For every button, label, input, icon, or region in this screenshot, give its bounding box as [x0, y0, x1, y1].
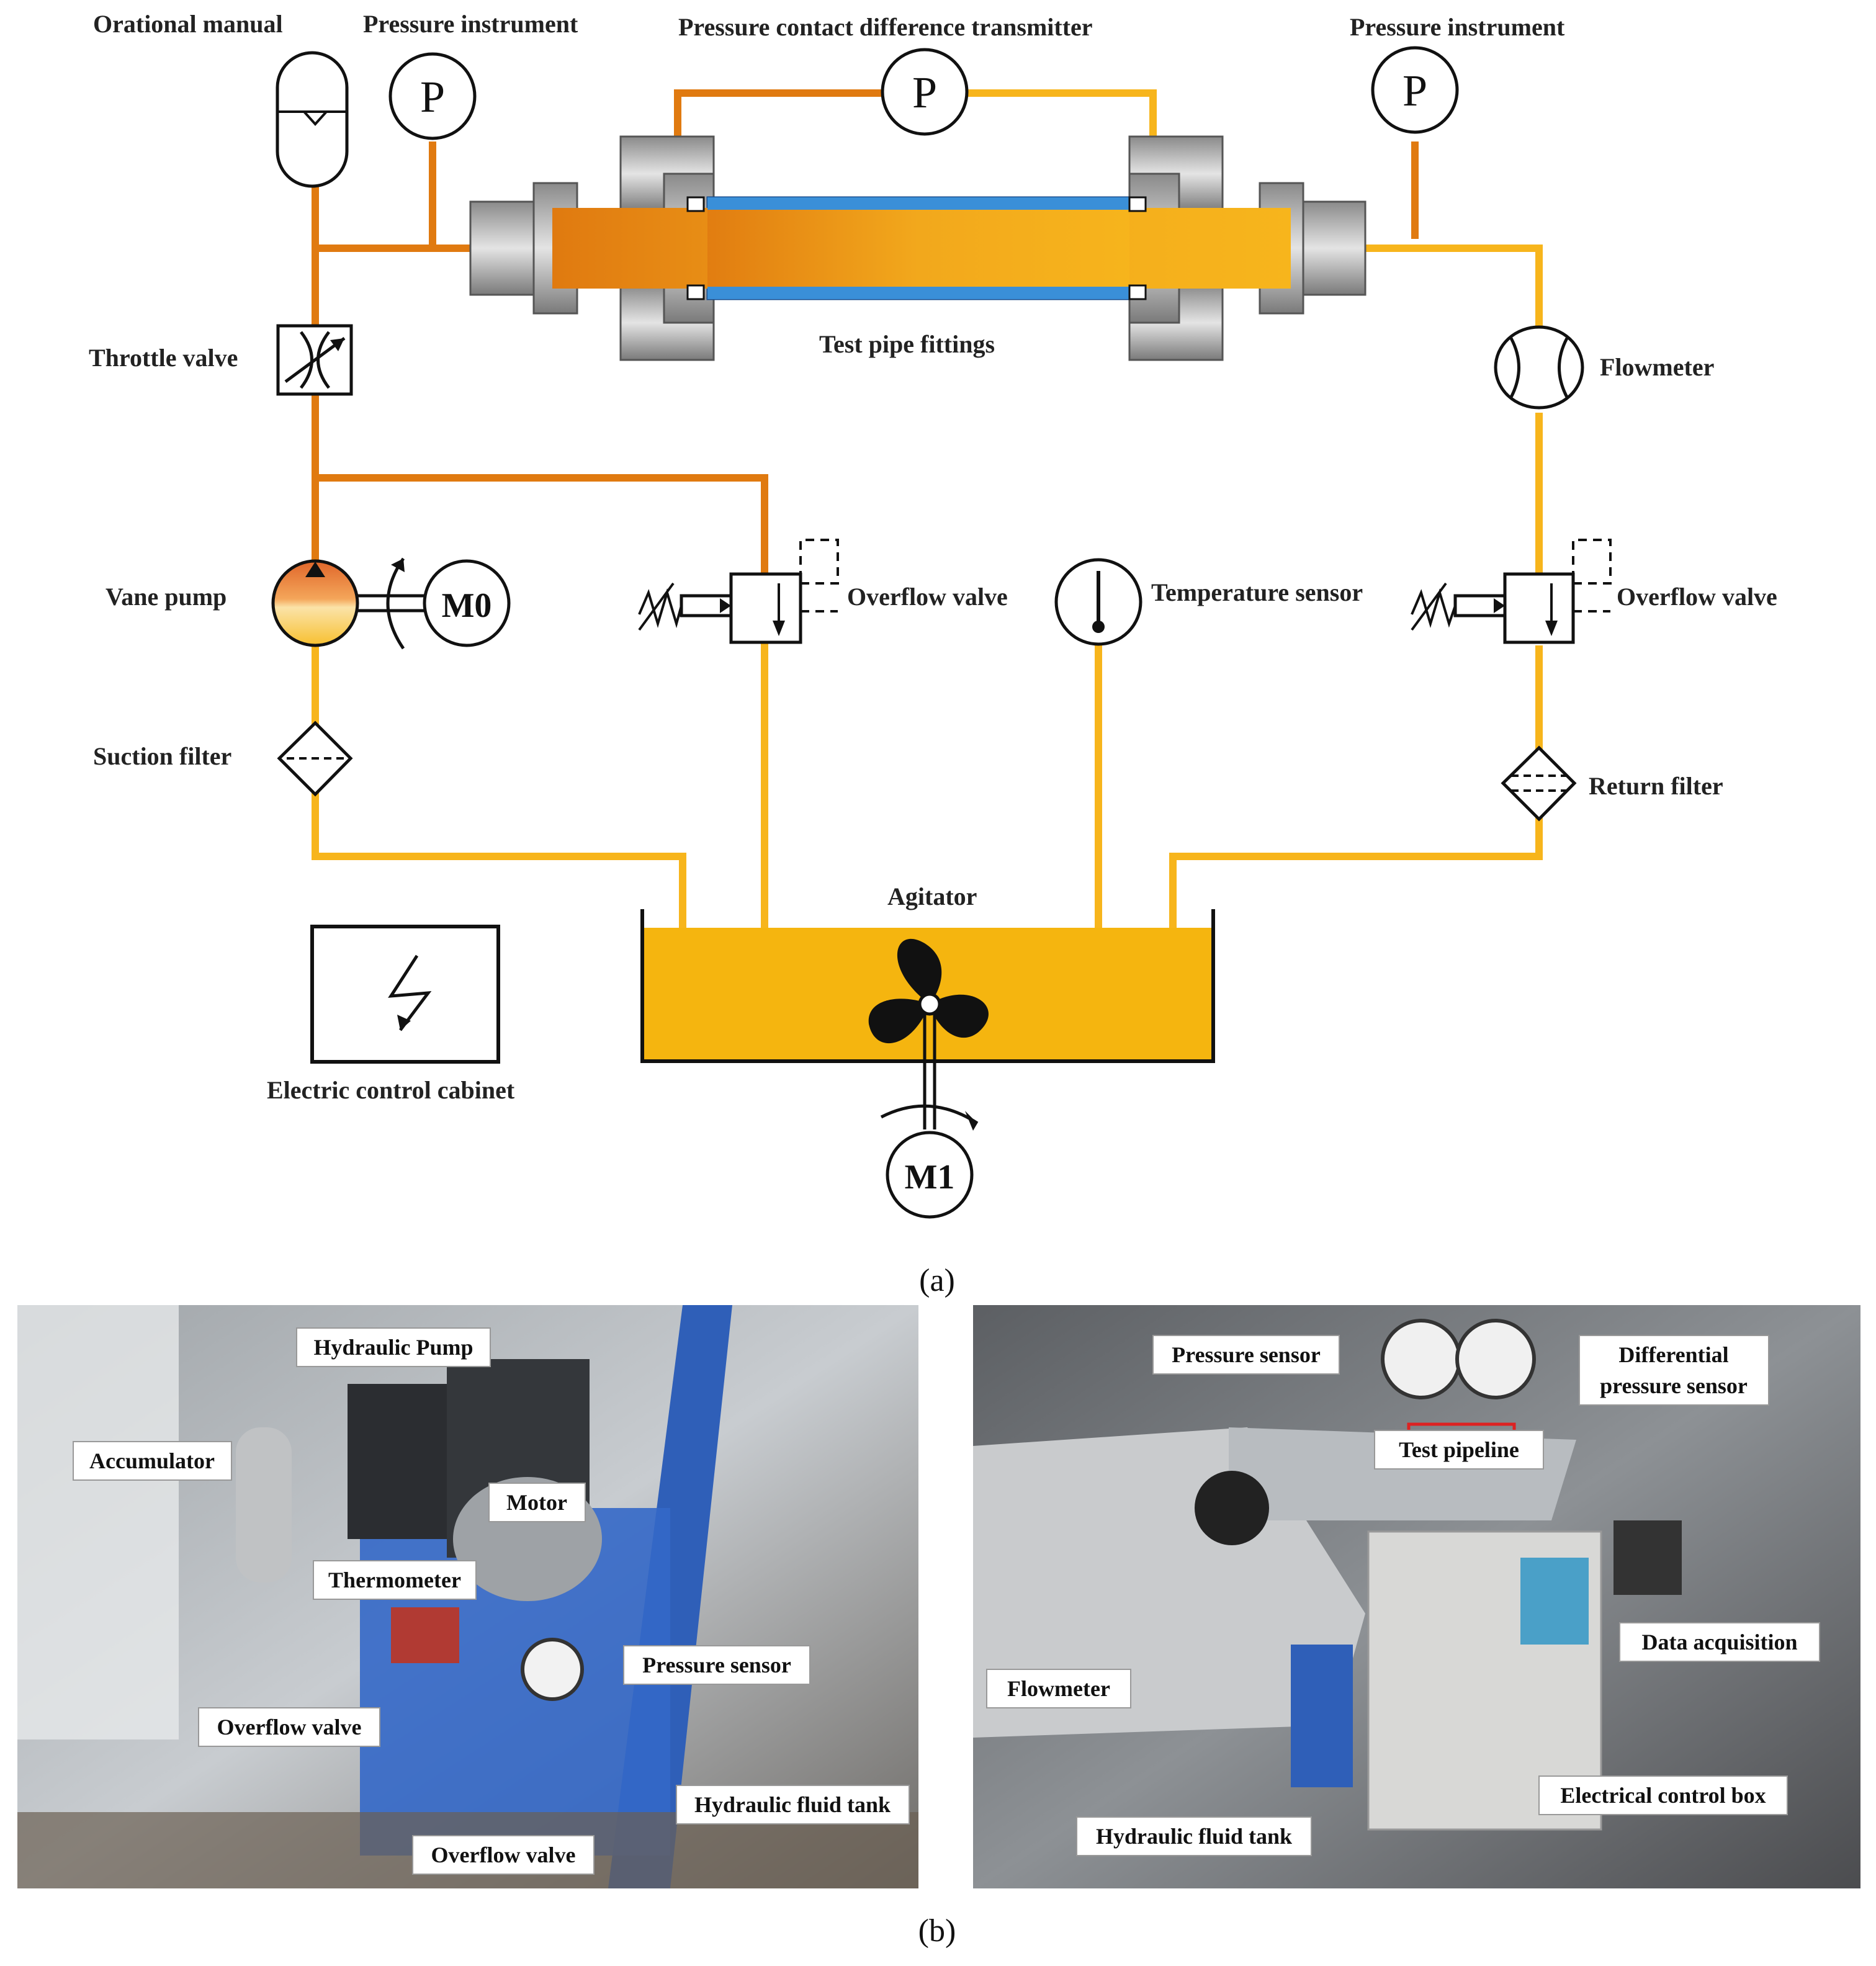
valve-red-shape: [391, 1607, 459, 1663]
svg-text:Hydraulic fluid tank: Hydraulic fluid tank: [1096, 1824, 1292, 1849]
photo-left: Hydraulic Pump Accumulator Motor Thermom…: [17, 1305, 918, 1888]
label-test-pipe-fittings: Test pipe fittings: [819, 330, 995, 358]
pump-shape: [348, 1384, 459, 1539]
pipe-diff-right: [965, 89, 1157, 205]
photo-left-label-overflow-valve-2: Overflow valve: [412, 1835, 595, 1875]
photo-right-label-data-acquisition: Data acquisition: [1619, 1622, 1820, 1662]
svg-text:Differential: Differential: [1618, 1342, 1728, 1367]
return-filter-symbol: [1501, 745, 1577, 822]
pipes-light: [312, 89, 1543, 928]
motor-m0-label: M0: [442, 586, 492, 625]
gauge-right-letter: P: [1403, 66, 1427, 115]
motor-m1-symbol: M1: [886, 1131, 974, 1219]
vane-pump-symbol: [271, 557, 427, 650]
gauge-diff-letter: P: [912, 68, 937, 117]
svg-text:Overflow valve: Overflow valve: [431, 1843, 576, 1867]
pressure-gauge-right: P: [1371, 46, 1459, 134]
photo-right-label-pressure-sensor: Pressure sensor: [1152, 1335, 1340, 1375]
pressure-gauge-diff: P: [881, 48, 969, 136]
label-pressure-instrument-right: Pressure instrument: [1350, 13, 1565, 41]
pipe-to-overflow-mid: [315, 474, 768, 574]
svg-text:Flowmeter: Flowmeter: [1007, 1676, 1110, 1701]
photo-left-label-accumulator: Accumulator: [73, 1441, 232, 1481]
photo-right-label-flowmeter: Flowmeter: [986, 1669, 1131, 1708]
photo-left-label-thermometer: Thermometer: [313, 1560, 477, 1600]
gauge-left-letter: P: [420, 72, 445, 122]
photo-left-label-hydraulic-pump: Hydraulic Pump: [296, 1327, 491, 1367]
pipe-suction: [312, 791, 686, 928]
pressure-gauge-left: P: [388, 52, 477, 140]
label-suction-filter: Suction filter: [93, 742, 231, 770]
svg-text:Electrical control box: Electrical control box: [1560, 1783, 1766, 1808]
throttle-valve-symbol: [276, 324, 353, 396]
motor-m1-label: M1: [905, 1158, 955, 1196]
label-flowmeter: Flowmeter: [1600, 353, 1714, 381]
suction-filter-symbol: [277, 720, 353, 797]
photo-right-label-test-pipeline: Test pipeline: [1374, 1430, 1544, 1470]
photo-right-label-electrical-control-box: Electrical control box: [1538, 1775, 1788, 1815]
gauge-shape: [521, 1638, 584, 1701]
svg-text:Data acquisition: Data acquisition: [1641, 1630, 1797, 1654]
test-pipe-fittings-illustration: [469, 135, 1367, 361]
flowmeter-symbol: [1494, 325, 1584, 410]
photo-left-label-motor: Motor: [488, 1483, 586, 1522]
svg-text:Thermometer: Thermometer: [328, 1568, 461, 1592]
motor-m0-symbol: M0: [423, 559, 511, 647]
caption-a: (a): [919, 1263, 955, 1298]
svg-text:Motor: Motor: [506, 1490, 567, 1515]
label-overflow-valve-mid: Overflow valve: [847, 583, 1008, 611]
svg-text:Hydraulic fluid tank: Hydraulic fluid tank: [694, 1792, 891, 1817]
photo-right-label-hydraulic-fluid-tank: Hydraulic fluid tank: [1076, 1816, 1312, 1856]
label-electric-control-cabinet: Electric control cabinet: [267, 1076, 515, 1104]
photo-left-label-hydraulic-fluid-tank: Hydraulic fluid tank: [676, 1785, 910, 1825]
label-temperature-sensor: Temperature sensor: [1151, 578, 1363, 606]
laptop-shape: [1613, 1520, 1682, 1595]
photo-right: Pressure sensor Differential pressure se…: [973, 1305, 1860, 1888]
overflow-valve-mid-symbol: [638, 539, 839, 644]
svg-text:Hydraulic Pump: Hydraulic Pump: [313, 1335, 473, 1360]
schematic-panel: Orational manual P Pressure instrument P…: [89, 10, 1777, 1298]
overflow-valve-right-symbol: [1411, 539, 1612, 644]
photo-left-label-pressure-sensor: Pressure sensor: [623, 1645, 810, 1685]
photo-left-label-overflow-valve-1: Overflow valve: [198, 1707, 380, 1747]
control-screen-shape: [1520, 1558, 1589, 1645]
caption-b: (b): [918, 1913, 956, 1949]
pump-unit-shape: [1291, 1645, 1353, 1787]
pipe-to-flowmeter: [1291, 245, 1543, 344]
photo-right-label-differential-pressure-sensor: Differential pressure sensor: [1579, 1335, 1769, 1406]
label-throttle-valve: Throttle valve: [89, 344, 238, 372]
label-vane-pump: Vane pump: [105, 583, 227, 611]
svg-text:Pressure sensor: Pressure sensor: [642, 1653, 791, 1677]
agitator-propeller-icon: [868, 938, 989, 1131]
label-pressure-instrument-left: Pressure instrument: [363, 10, 578, 38]
label-pressure-contact-diff: Pressure contact difference transmitter: [678, 13, 1093, 41]
svg-text:Accumulator: Accumulator: [89, 1448, 215, 1473]
svg-text:Pressure sensor: Pressure sensor: [1172, 1342, 1321, 1367]
temperature-sensor-symbol: [1054, 558, 1142, 646]
label-overflow-valve-right: Overflow valve: [1617, 583, 1777, 611]
pressure-gauge-1-shape: [1381, 1319, 1461, 1399]
pressure-gauge-2-shape: [1455, 1319, 1536, 1399]
accumulator-symbol: [276, 51, 349, 188]
electric-control-cabinet-symbol: [310, 925, 500, 1064]
svg-text:pressure sensor: pressure sensor: [1600, 1373, 1748, 1398]
label-return-filter: Return filter: [1589, 772, 1723, 800]
svg-text:Test pipeline: Test pipeline: [1399, 1437, 1519, 1462]
pipe-return-to-tank: [1169, 816, 1543, 928]
label-orational-manual: Orational manual: [93, 10, 283, 38]
svg-text:Overflow valve: Overflow valve: [217, 1715, 362, 1739]
handwheel-shape: [1195, 1471, 1269, 1545]
accumulator-shape: [236, 1427, 292, 1582]
label-agitator: Agitator: [887, 882, 977, 910]
